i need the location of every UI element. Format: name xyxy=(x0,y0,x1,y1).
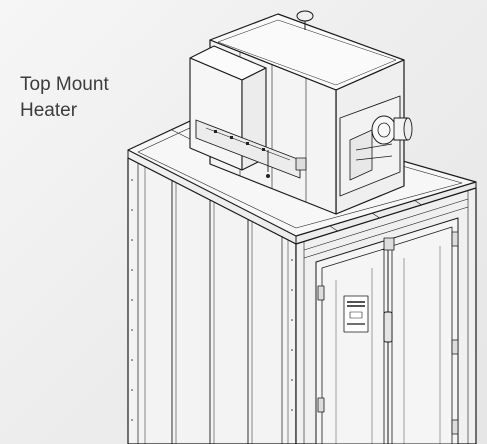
booth-double-door xyxy=(315,217,459,444)
heater-base-duct xyxy=(195,119,307,179)
heater-blower-assembly xyxy=(339,95,413,197)
caption-line-1: Top Mount xyxy=(20,74,109,95)
booth-left-wall xyxy=(127,157,297,444)
caption-line-2: Heater xyxy=(20,100,78,121)
heater-caption: Top Mount Heater xyxy=(20,72,109,124)
